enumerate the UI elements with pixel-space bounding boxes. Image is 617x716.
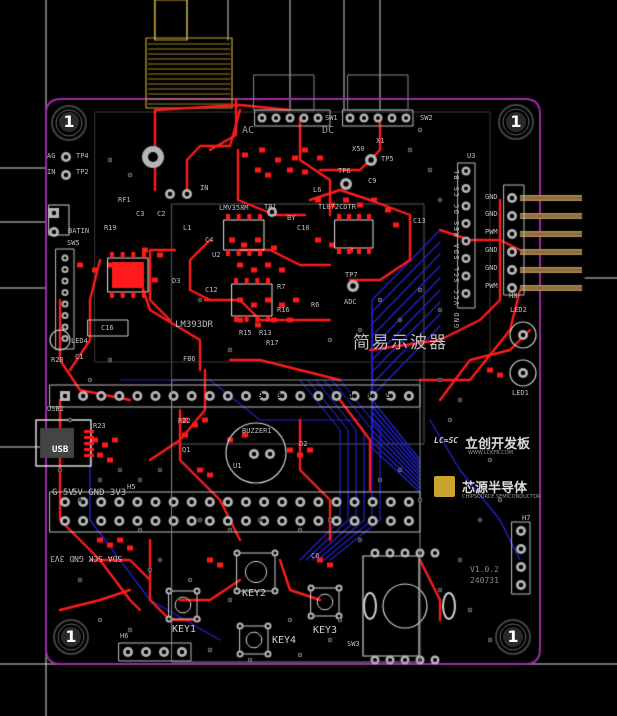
label-key1: KEY1 (172, 624, 197, 635)
mount-hole-top-left: 1 (59, 112, 79, 132)
label-l1: L1 (183, 224, 192, 232)
label-c2: C2 (157, 210, 166, 218)
label-tp6: TP6 (338, 167, 351, 175)
mount-hole-top-right: 1 (506, 112, 526, 132)
label-key2: KEY2 (242, 588, 267, 599)
right-header-pin-6: PWM (485, 282, 498, 290)
pin-number-3: 3 (365, 391, 372, 400)
label-c13: C13 (413, 217, 426, 225)
board-title: 简易示波器 (353, 333, 448, 353)
label-sw5: SW5 (67, 239, 80, 247)
label-tp4: TP4 (76, 152, 89, 160)
label-d3: D3 (172, 277, 181, 285)
label-tp7: TP7 (345, 271, 358, 279)
right-header-pin-2: GND (485, 210, 498, 218)
label-c4: C4 (205, 236, 214, 244)
label-key4: KEY4 (272, 635, 297, 646)
label-r20: R20 (51, 356, 64, 364)
label-u3: U3 (467, 152, 476, 160)
label-fb6: FB6 (183, 355, 196, 363)
label-c3: C3 (136, 210, 145, 218)
label-tp1: TP1 (264, 203, 277, 211)
brand-chipsource-name: 芯源半导体 (462, 481, 528, 496)
label-l6: L6 (313, 186, 322, 194)
label-adc: ADC (344, 298, 357, 306)
label-tp2: TP2 (76, 168, 89, 176)
label-rf1: RF1 (118, 196, 131, 204)
label-c10: C10 (297, 224, 310, 232)
label-r13: R13 (259, 329, 272, 337)
brand-lceda-logo: LC≈SC (434, 436, 459, 445)
label-c12: C12 (205, 286, 218, 294)
label-lm393: LM393DR (175, 320, 213, 330)
label-usb: USB (52, 445, 69, 455)
label-r6: R6 (311, 301, 320, 309)
label-batin: BATIN (68, 227, 90, 235)
label-c6: C6 (311, 552, 320, 560)
label-tl072: TL072CDTR (318, 203, 356, 211)
label-d2: D2 (299, 440, 308, 448)
right-header-pin-1: GND (485, 193, 498, 201)
label-r16: R16 (277, 306, 290, 314)
brand-chipsource-sub: CHIPSOURCE SEMICONDUCTOR (462, 494, 541, 500)
brand-lckfb-name: 立创开发板 (465, 437, 531, 452)
label-header-top: 5V GND 3V3 (72, 488, 127, 498)
label-c9: C9 (368, 177, 377, 185)
pin-number-8: 8 (275, 391, 282, 400)
label-u3-pins: GND VCC SCL SDA RES DC CS BL (453, 168, 461, 329)
label-h5: H5 (127, 483, 136, 491)
label-led1: LED1 (512, 389, 529, 397)
label-in-bnc: IN (200, 184, 209, 192)
right-header-pin-3: PWM (485, 228, 498, 236)
pin-number-9: 9 (257, 391, 264, 400)
label-in-pad: IN (47, 168, 56, 176)
label-usb2: USB2 (47, 405, 64, 413)
label-header-pins-left: G 5V (52, 488, 74, 498)
label-sw3: SW3 (347, 640, 360, 648)
label-h7: H7 (522, 514, 531, 522)
label-r7: R7 (277, 283, 286, 291)
label-h8: H8 (509, 292, 518, 300)
label-ag: AG (47, 152, 56, 160)
mount-hole-bottom-left: 1 (61, 627, 81, 647)
label-tp5: TP5 (381, 155, 394, 163)
label-r15: R15 (239, 329, 252, 337)
label-r23: R23 (93, 422, 106, 430)
right-header-pin-5: GND (485, 264, 498, 272)
label-buzzer: BUZZER1 (242, 427, 272, 435)
right-header-pin-4: GND (485, 246, 498, 254)
label-header-bottom: SDA SCK GND 3V3 (50, 554, 123, 563)
pin-number-2: 2 (383, 391, 390, 400)
label-sw2: SW2 (420, 114, 433, 122)
label-x1: X1 (376, 137, 385, 145)
label-u1: U1 (233, 462, 242, 470)
label-dc: DC (322, 125, 335, 136)
brand-lckfb-site: WWW.LCKFB.COM (468, 450, 514, 456)
board-date: 240731 (470, 576, 499, 585)
mount-hole-bottom-right: 1 (503, 627, 523, 647)
label-key3: KEY3 (313, 625, 338, 636)
board-version: V1.0.2 (470, 565, 499, 574)
label-c16: C16 (101, 324, 114, 332)
label-r19: R19 (104, 224, 117, 232)
label-u2: U2 (212, 251, 221, 259)
label-c1: C1 (75, 353, 84, 361)
label-r17: R17 (266, 339, 279, 347)
label-lmv358: LMV358M (219, 204, 249, 212)
label-led4: LED4 (71, 337, 88, 345)
label-led2: LED2 (510, 306, 527, 314)
label-h6: H6 (120, 632, 129, 640)
label-by: BY (287, 214, 296, 222)
label-ac: AC (242, 125, 255, 136)
label-r22: R22 (178, 417, 191, 425)
brand-chipsource-logo (434, 476, 455, 497)
pin-number-4: 4 (347, 391, 354, 400)
label-q1: Q1 (182, 446, 191, 454)
label-sw1: SW1 (325, 114, 338, 122)
label-x50: X50 (352, 145, 365, 153)
